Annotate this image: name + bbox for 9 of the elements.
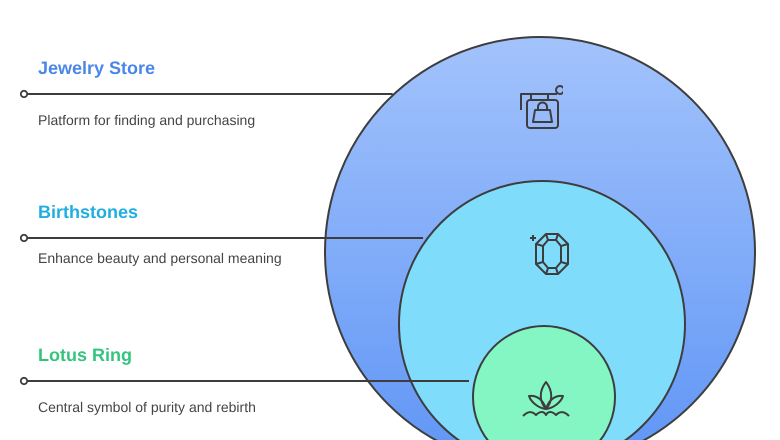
leader-line <box>20 90 393 98</box>
heading: Lotus Ring <box>38 345 132 366</box>
heading: Jewelry Store <box>38 58 156 79</box>
leader-line <box>20 376 469 386</box>
heading: Birthstones <box>38 202 138 223</box>
description: Enhance beauty and personal meaning <box>38 249 282 267</box>
leader-line <box>20 234 424 242</box>
description: Platform for finding and purchasing <box>38 111 256 129</box>
description: Central symbol of purity and rebirth <box>38 398 256 416</box>
